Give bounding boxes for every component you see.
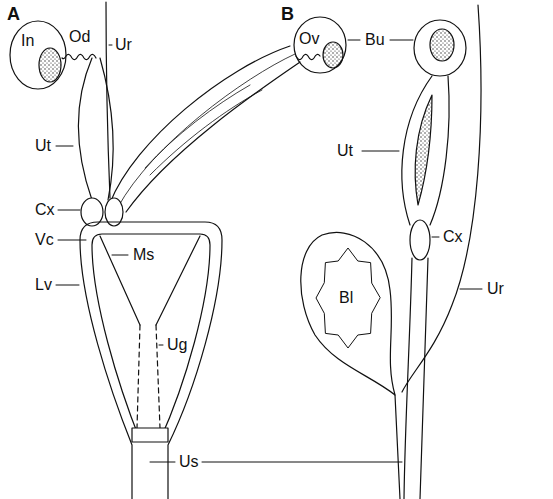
leader-line bbox=[56, 285, 79, 286]
leader-line bbox=[362, 151, 399, 152]
ovarian-bursa bbox=[10, 21, 66, 89]
ovarian-bursa bbox=[414, 20, 466, 76]
uterine-horn bbox=[110, 46, 290, 203]
cervix bbox=[410, 220, 430, 260]
part-label: Ov bbox=[298, 30, 320, 48]
horn-striation bbox=[118, 54, 295, 207]
oviduct bbox=[62, 54, 96, 59]
part-label: Ms bbox=[132, 246, 155, 264]
uterine-horn bbox=[126, 62, 300, 212]
urogenital-sinus-dashed bbox=[137, 325, 160, 428]
bladder-mucosa bbox=[316, 248, 380, 348]
ovary bbox=[430, 29, 454, 61]
part-label: Ug bbox=[166, 336, 188, 354]
ovary bbox=[323, 42, 343, 68]
leader-line bbox=[460, 289, 482, 290]
leader-line bbox=[112, 255, 128, 256]
ovarian-bursa bbox=[294, 17, 346, 73]
leader-line bbox=[202, 462, 402, 463]
leader-line bbox=[58, 240, 86, 241]
ovary bbox=[39, 48, 61, 82]
leader-line bbox=[390, 40, 413, 41]
leader-line bbox=[58, 210, 80, 211]
leader-line bbox=[150, 462, 175, 463]
part-label: Od bbox=[68, 28, 91, 46]
leader-line bbox=[348, 40, 360, 41]
leader-line bbox=[56, 146, 73, 147]
part-label: Bl bbox=[338, 289, 354, 307]
panel-letter: B bbox=[280, 4, 295, 24]
part-label: Ut bbox=[336, 142, 354, 160]
leader-lines bbox=[56, 40, 482, 462]
part-label: Ut bbox=[34, 137, 52, 155]
vagina-wall bbox=[420, 258, 428, 499]
panel-letter: A bbox=[6, 4, 21, 24]
uterine-horn bbox=[78, 58, 92, 200]
horn-striation bbox=[150, 90, 262, 175]
median-septum bbox=[100, 236, 200, 325]
part-label: In bbox=[20, 32, 35, 50]
bladder bbox=[301, 232, 395, 395]
uterine-horn bbox=[402, 76, 432, 225]
leader-line bbox=[109, 45, 112, 46]
embryo bbox=[415, 95, 432, 205]
horn-striation bbox=[145, 85, 250, 168]
leader-line bbox=[159, 345, 163, 346]
sinus-opening bbox=[132, 428, 168, 442]
leader-line bbox=[432, 237, 439, 238]
lateral-vagina-inner bbox=[92, 234, 210, 440]
urethra bbox=[395, 395, 400, 499]
part-label: Us bbox=[178, 453, 200, 471]
ureter bbox=[402, 5, 481, 392]
part-label: Lv bbox=[34, 276, 53, 294]
part-label: Ur bbox=[486, 280, 505, 298]
part-label: Bu bbox=[364, 31, 386, 49]
uterine-horn bbox=[430, 76, 449, 225]
ureter bbox=[106, 2, 110, 198]
oviduct bbox=[296, 54, 320, 59]
part-label: Cx bbox=[34, 201, 56, 219]
part-label: Ur bbox=[114, 36, 133, 54]
part-label: Vc bbox=[34, 231, 55, 249]
lateral-vagina-outer bbox=[80, 222, 222, 499]
part-label: Cx bbox=[442, 228, 464, 246]
